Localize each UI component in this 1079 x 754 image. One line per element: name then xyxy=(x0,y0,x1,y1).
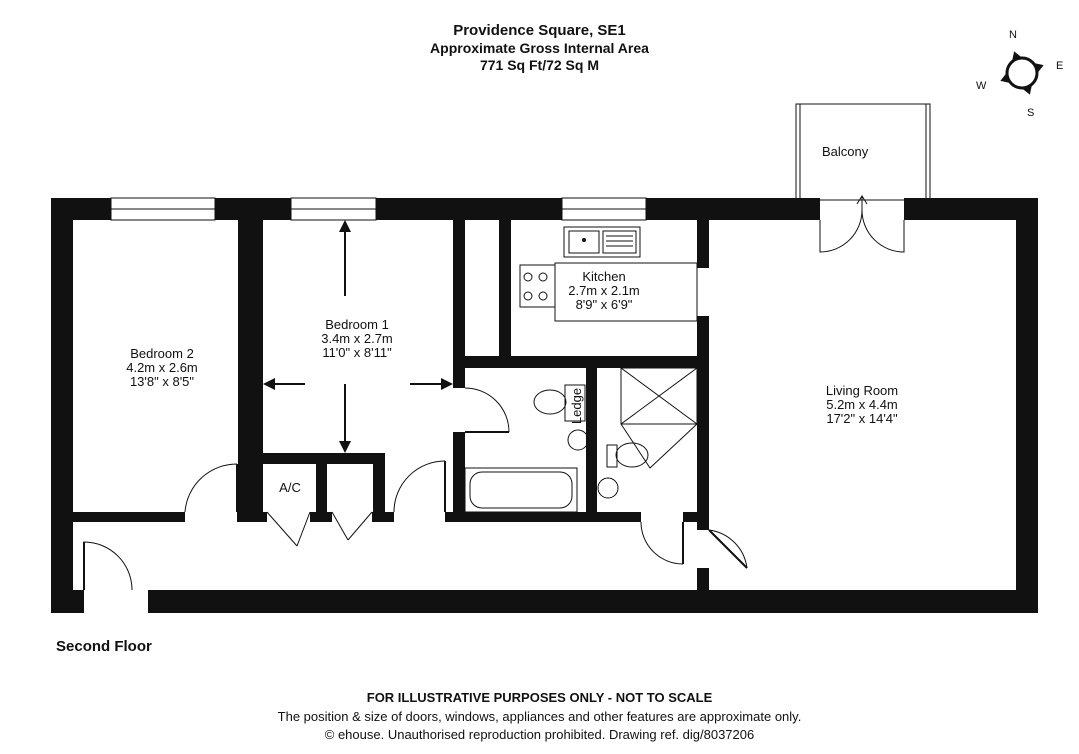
kitchen-label: Kitchen 2.7m x 2.1m 8'9" x 6'9" xyxy=(544,270,664,312)
copyright-text: © ehouse. Unauthorised reproduction proh… xyxy=(324,727,755,742)
compass-e: E xyxy=(1056,60,1064,72)
bathroom-fixtures xyxy=(464,367,698,513)
windows xyxy=(110,197,647,221)
bedroom2-label: Bedroom 2 4.2m x 2.6m 13'8" x 8'5" xyxy=(102,347,222,389)
bedroom2-metric: 4.2m x 2.6m xyxy=(126,360,198,375)
dimension-arrows xyxy=(263,220,453,453)
kitchen-imperial: 8'9" x 6'9" xyxy=(575,297,633,312)
floor-label: Second Floor xyxy=(56,638,152,655)
plan-subtitle: Approximate Gross Internal Area xyxy=(430,40,649,56)
exterior-walls xyxy=(51,198,1038,613)
disclaimer-heading: FOR ILLUSTRATIVE PURPOSES ONLY - NOT TO … xyxy=(366,690,713,705)
bedroom2-name: Bedroom 2 xyxy=(130,346,194,361)
compass-n: N xyxy=(1009,29,1017,41)
kitchen-metric: 2.7m x 2.1m xyxy=(568,283,640,298)
bedroom2-imperial: 13'8" x 8'5" xyxy=(129,374,195,389)
compass-icon xyxy=(1000,51,1044,95)
living-room-label: Living Room 5.2m x 4.4m 17'2" x 14'4" xyxy=(802,384,922,426)
disclaimer-text: The position & size of doors, windows, a… xyxy=(277,709,802,724)
plan-area: 771 Sq Ft/72 Sq M xyxy=(479,57,600,73)
bedroom1-metric: 3.4m x 2.7m xyxy=(321,331,393,346)
bedroom1-imperial: 11'0" x 8'11" xyxy=(322,345,392,360)
plan-title: Providence Square, SE1 xyxy=(453,22,626,39)
bedroom1-label: Bedroom 1 3.4m x 2.7m 11'0" x 8'11" xyxy=(297,318,417,360)
living-room-name: Living Room xyxy=(825,383,899,398)
compass-w: W xyxy=(976,80,987,92)
bedroom1-name: Bedroom 1 xyxy=(325,317,389,332)
balcony-label: Balcony xyxy=(822,144,869,159)
kitchen-fixtures xyxy=(519,226,698,322)
doors xyxy=(83,195,905,591)
kitchen-name: Kitchen xyxy=(582,269,626,284)
living-room-imperial: 17'2" x 14'4" xyxy=(826,411,898,426)
interior-walls xyxy=(73,220,709,590)
compass-s: S xyxy=(1027,107,1035,119)
ledge-label: Ledge xyxy=(569,387,584,425)
ac-label: A/C xyxy=(279,480,301,495)
living-room-metric: 5.2m x 4.4m xyxy=(826,397,898,412)
